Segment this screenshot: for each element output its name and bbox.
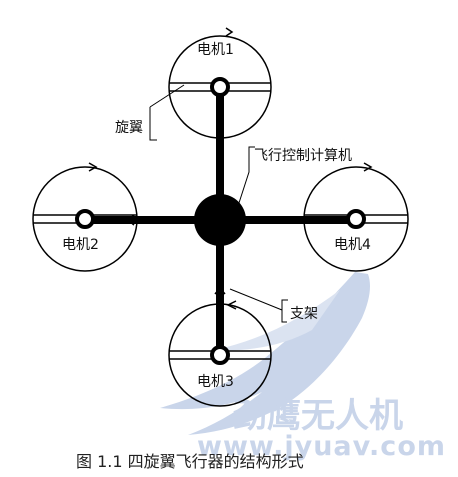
watermark-url: www.jyuav.com [197,431,446,462]
motor-1-hub [210,77,230,97]
watermark: 劲鹰无人机 www.jyuav.com [160,272,446,462]
rotor-1-direction-arrow-icon [225,27,234,37]
arm-marker-left-icon [126,214,135,226]
flight-computer-callout-label: 飞行控制计算机 [254,148,352,164]
frame-callout-leader [229,288,283,311]
rotor-4-direction-arrow-icon [363,162,373,172]
callout-lines [149,84,288,323]
motor-1-label: 电机1 [197,42,234,58]
flight-computer-body [194,194,246,246]
frame-callout-label: 支架 [290,306,318,322]
rotor-3-direction-arrow-icon [226,300,237,310]
rotor-2-disc [32,166,138,272]
rotor-1-disc [168,35,272,139]
motor-4-label: 电机4 [334,237,371,253]
rotor-callout-label: 旋翼 [115,120,143,136]
rotor-callout-leader [149,84,185,108]
figure-caption: 图 1.1 四旋翼飞行器的结构形式 [76,452,304,471]
motor-2-hub [75,209,95,229]
motor-3-label: 电机3 [197,374,234,390]
rotor-4-disc [303,166,409,272]
watermark-eagle-wing-icon [215,290,340,351]
computer-callout-leader [237,146,255,207]
frame-callout-bracket [281,299,288,323]
rotor-callout-bracket [149,107,157,141]
motor-3-hub [210,345,230,365]
rotor-3-disc [168,303,272,407]
motor-4-hub [346,209,366,229]
arm-marker-bottom-icon [214,286,226,295]
rotor-2-direction-arrow-icon [88,162,98,172]
motor-2-label: 电机2 [62,237,99,253]
watermark-name: 劲鹰无人机 [233,396,403,436]
